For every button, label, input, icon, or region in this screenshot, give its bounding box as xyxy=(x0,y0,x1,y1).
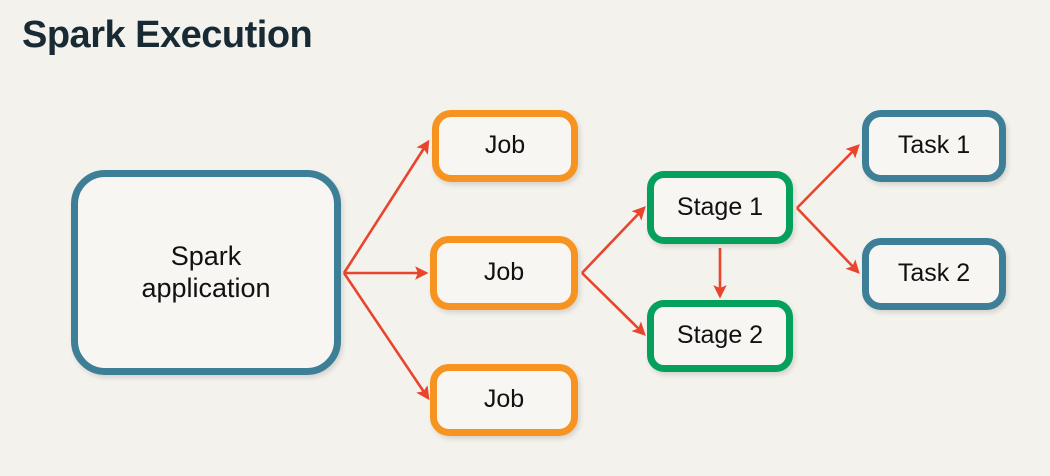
node-stage-2-label: Stage 2 xyxy=(676,321,764,350)
node-stage-1[interactable]: Stage 1 xyxy=(647,171,793,244)
edge-stage-1-to-task-2 xyxy=(796,207,860,274)
node-job-3-label: Job xyxy=(483,385,525,414)
node-stage-2[interactable]: Stage 2 xyxy=(647,300,793,372)
edge-job-2-to-stage-1 xyxy=(581,206,646,274)
page-title: Spark Execution xyxy=(22,14,313,56)
node-stage-1-label: Stage 1 xyxy=(676,192,764,221)
node-spark-application[interactable]: Spark application xyxy=(71,170,341,375)
node-spark-application-label: Spark application xyxy=(141,240,271,303)
edge-stage-1-to-task-1 xyxy=(796,144,860,209)
node-job-1-label: Job xyxy=(484,131,526,160)
node-job-1[interactable]: Job xyxy=(432,110,578,182)
edge-job-2-to-stage-2 xyxy=(581,272,646,336)
node-task-1-label: Task 1 xyxy=(897,131,971,160)
edge-application-to-job-3 xyxy=(342,272,430,401)
node-job-2[interactable]: Job xyxy=(430,236,578,310)
node-job-2-label: Job xyxy=(483,258,525,287)
node-task-1[interactable]: Task 1 xyxy=(862,110,1006,182)
edge-application-to-job-1 xyxy=(342,139,430,274)
node-task-2-label: Task 2 xyxy=(897,259,971,288)
node-task-2[interactable]: Task 2 xyxy=(862,238,1006,310)
node-job-3[interactable]: Job xyxy=(430,364,578,436)
